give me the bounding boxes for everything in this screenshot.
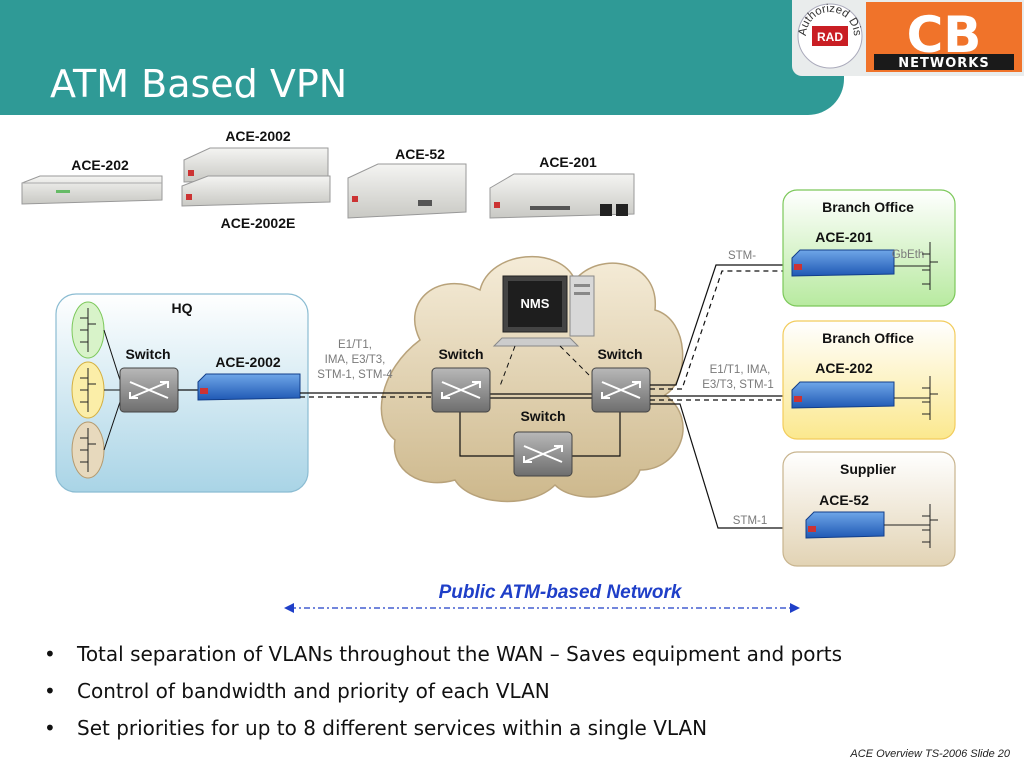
bullet-dot: •	[44, 679, 56, 703]
cloud-switch-bottom-icon	[513, 431, 573, 477]
cloud-switch-left-icon	[431, 367, 491, 413]
networks-logo-text: NETWORKS	[898, 56, 989, 71]
hq-device-label: ACE-2002	[215, 354, 281, 370]
branch1-ace-201-device	[791, 249, 895, 277]
bullet-dot: •	[44, 642, 56, 666]
hq-lan-ovals	[71, 301, 121, 479]
branch2-ace-202-device	[791, 381, 895, 409]
device-ace-202-photo	[21, 175, 163, 205]
cloud-switch-right-label: Switch	[597, 346, 642, 362]
bullet-dot: •	[44, 716, 56, 740]
slide-footer: ACE Overview TS-2006 Slide 20	[850, 748, 1010, 760]
supplier-ace-52-device	[805, 511, 885, 539]
network-title: Public ATM-based Network	[438, 582, 682, 603]
seal-text: Authorized Distributor	[0, 0, 863, 37]
bullet-item: • Set priorities for up to 8 different se…	[44, 714, 1004, 751]
device-label-ace-201: ACE-201	[539, 154, 597, 170]
branch2-link-label-1: E1/T1, IMA,	[710, 364, 771, 376]
cloud-switch-left-label: Switch	[438, 346, 483, 362]
atm-cloud	[380, 255, 684, 503]
device-label-ace-52: ACE-52	[395, 146, 445, 162]
bullet-text: Set priorities for up to 8 different ser…	[77, 716, 708, 740]
nms-label: NMS	[521, 296, 550, 311]
branch1-device-label: ACE-201	[815, 229, 873, 245]
supplier-link-label: STM-1	[733, 515, 768, 527]
hq-title: HQ	[172, 300, 193, 316]
bullet-item: • Control of bandwidth and priority of ea…	[44, 677, 1004, 714]
supplier-device-label: ACE-52	[819, 492, 869, 508]
wan-links-right	[650, 264, 806, 529]
device-ace-52-photo	[347, 163, 467, 219]
branch2-link-label-2: E3/T3, STM-1	[702, 379, 774, 391]
branch2-title: Branch Office	[822, 330, 914, 346]
bullet-text: Control of bandwidth and priority of eac…	[77, 679, 550, 703]
cloud-switch-bottom-label: Switch	[520, 408, 565, 424]
device-label-ace-202: ACE-202	[71, 157, 129, 173]
device-ace-2002-photo	[181, 147, 331, 207]
branch1-port-label: GbEth	[892, 249, 925, 261]
cb-networks-logo: CB NETWORKS	[866, 2, 1022, 72]
cloud-switch-right-icon	[591, 367, 651, 413]
branch2-device-label: ACE-202	[815, 360, 873, 376]
hq-switch-label: Switch	[125, 346, 170, 362]
hq-ace-2002-device	[197, 373, 301, 401]
hq-switch-icon	[119, 367, 179, 413]
hq-link-label-1: E1/T1,	[338, 339, 372, 351]
nms-computer-icon: NMS	[492, 275, 595, 347]
title-banner	[0, 0, 844, 115]
bullet-item: • Total separation of VLANs throughout th…	[44, 640, 1004, 677]
device-ace-201-photo	[489, 173, 635, 219]
hq-link-label-3: STM-1, STM-4	[317, 369, 393, 381]
rad-logo-text: RAD	[817, 30, 843, 44]
bullet-list: • Total separation of VLANs throughout th…	[44, 640, 1004, 751]
hq-link-label-2: IMA, E3/T3,	[325, 354, 386, 366]
branch-office-2-box	[782, 320, 956, 440]
network-span-arrow	[284, 603, 800, 613]
bullet-text: Total separation of VLANs throughout the…	[77, 642, 842, 666]
slide-title: ATM Based VPN	[50, 62, 348, 106]
rad-authorized-seal: Authorized Distributor RAD	[0, 0, 863, 69]
branch1-title: Branch Office	[822, 199, 914, 215]
branch1-link-label: STM-	[728, 250, 756, 262]
supplier-title: Supplier	[840, 461, 897, 477]
branch-office-1-box	[782, 189, 956, 307]
device-label-ace-2002: ACE-2002	[225, 128, 291, 144]
device-label-ace-2002e: ACE-2002E	[221, 215, 296, 231]
